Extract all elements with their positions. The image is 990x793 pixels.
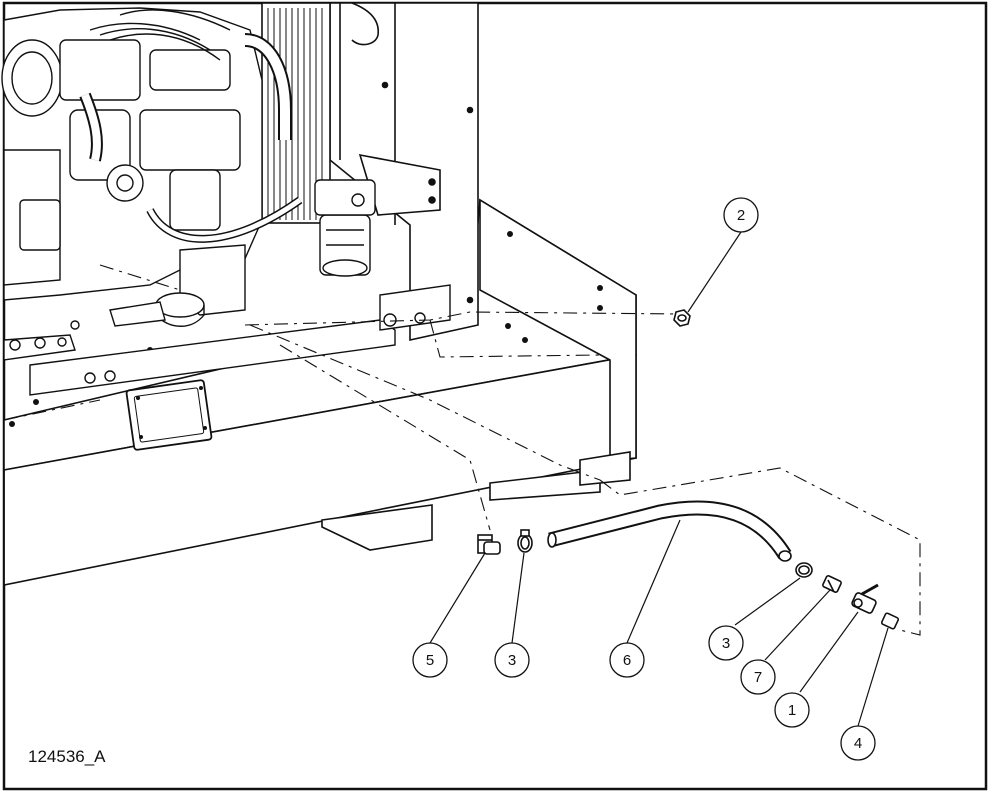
callout-5-label: 5 xyxy=(426,652,434,669)
callout-1: 1 xyxy=(774,692,810,728)
hidden-lines xyxy=(3,264,921,636)
fitting-nut xyxy=(673,309,691,327)
callout-2-label: 2 xyxy=(737,207,745,224)
callout-3a: 3 xyxy=(494,642,530,678)
callout-6-label: 6 xyxy=(623,652,631,669)
drain-valve xyxy=(851,583,879,614)
base-rail xyxy=(3,284,451,396)
callout-6: 6 xyxy=(609,642,645,678)
callout-2: 2 xyxy=(723,197,759,233)
callout-3a-label: 3 xyxy=(508,652,516,669)
drawing-id: 124536_A xyxy=(28,747,106,766)
callout-5: 5 xyxy=(412,642,448,678)
callout-3b: 3 xyxy=(708,625,744,661)
callout-4: 4 xyxy=(840,725,876,761)
callout-1-label: 1 xyxy=(788,702,796,719)
leader-lines xyxy=(429,231,889,727)
enclosure-panel xyxy=(329,2,479,341)
fuel-filter xyxy=(314,179,376,277)
elbow-fitting xyxy=(477,534,501,555)
engine xyxy=(1,7,303,327)
hose-clamp-right xyxy=(795,562,813,578)
drain-hose-assembly xyxy=(477,309,900,630)
callout-7: 7 xyxy=(740,659,776,695)
callout-3b-label: 3 xyxy=(722,635,730,652)
nameplate xyxy=(125,379,213,451)
callout-4-label: 4 xyxy=(854,735,862,752)
callout-7-label: 7 xyxy=(754,669,762,686)
hose-clamp-left xyxy=(517,529,533,553)
drain-plug xyxy=(880,612,900,630)
hose-barb-adapter xyxy=(822,575,842,593)
